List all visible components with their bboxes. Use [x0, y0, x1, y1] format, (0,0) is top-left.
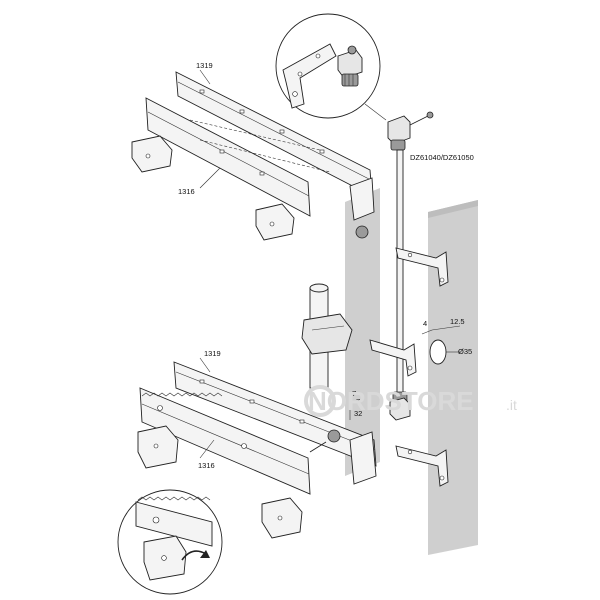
foot-hole — [269, 221, 275, 227]
leader-top-slide — [199, 167, 221, 189]
drill-dimensions — [421, 325, 461, 365]
right-side-panel — [428, 200, 478, 555]
bracket-hole — [407, 365, 413, 371]
hinge-brackets — [369, 247, 449, 487]
bottom-slide-assembly — [137, 357, 377, 539]
detail-rack-bar — [135, 501, 213, 547]
detail-threaded-knob — [341, 73, 359, 87]
detail-screw-head — [347, 45, 357, 55]
watermark-logo-circle — [304, 385, 336, 417]
bottom-adjuster — [327, 429, 341, 443]
dim-line-12-5 — [431, 325, 461, 331]
rail-slot — [319, 149, 325, 154]
bottom-detail-callout — [117, 489, 223, 595]
slide-teeth — [141, 392, 223, 397]
leader-top-rail — [199, 69, 211, 85]
top-screw-head — [426, 111, 434, 119]
foot-hole — [145, 153, 151, 159]
rail-slot — [199, 89, 205, 94]
detail-hole — [152, 516, 160, 524]
detail-arrow — [181, 550, 207, 561]
watermark-text: NORDSTORE — [308, 386, 474, 416]
detail-arrow-head — [200, 550, 210, 558]
label-dim-7a: 7 — [352, 389, 356, 398]
bracket-hole — [407, 449, 413, 455]
top-slide-assembly — [131, 69, 375, 241]
rail-edge — [175, 371, 376, 451]
bottom-end-bracket — [349, 431, 377, 485]
top-slide-1316 — [145, 97, 311, 217]
foot-hole — [277, 515, 283, 521]
bracket-hole — [439, 277, 445, 283]
vertical-rod — [396, 149, 404, 409]
top-end-bracket — [349, 177, 375, 221]
hanging-pole — [301, 283, 353, 389]
watermark-suffix: .it — [506, 397, 517, 413]
rod-lower-connector — [389, 397, 411, 421]
label-dim-32: 32 — [354, 409, 362, 418]
rail-slot — [219, 149, 225, 154]
rod-top-knob — [390, 139, 406, 151]
rod-top-connector — [387, 115, 411, 145]
slide-hole — [157, 405, 163, 411]
slide-hole — [241, 443, 247, 449]
left-side-panel — [345, 188, 380, 476]
top-detail-callout — [275, 13, 387, 121]
detail-hole — [161, 555, 167, 561]
pole-clamp — [301, 313, 353, 355]
bottom-slide-1316 — [139, 387, 311, 495]
rail-slot — [199, 379, 205, 384]
label-dim-7b: 7 — [356, 397, 360, 406]
slide-edge — [141, 403, 310, 475]
rail-slot — [259, 171, 265, 176]
foot-hole — [153, 443, 159, 449]
top-screw — [407, 115, 429, 127]
cup-hole — [429, 339, 447, 365]
dim-line-4 — [421, 329, 433, 335]
top-detail-leader — [364, 103, 387, 121]
bottom-rail-1319 — [173, 361, 377, 467]
detail-rack-teeth — [137, 496, 211, 501]
rail-slot — [249, 399, 255, 404]
bracket-hole — [407, 252, 413, 258]
label-bottom-slide: 1316 — [198, 461, 215, 470]
top-adjuster — [355, 225, 369, 239]
leader-bottom-slide — [199, 439, 215, 459]
middle-hinge-bracket — [369, 339, 417, 377]
pole-top — [309, 283, 329, 293]
label-top-rail: 1319 — [196, 61, 213, 70]
top-right-foot — [255, 203, 295, 241]
bottom-screw — [309, 441, 327, 453]
leader-bottom-rail — [199, 357, 211, 373]
watermark: NORDSTORE .it — [304, 385, 517, 417]
slide-edge — [147, 111, 310, 197]
right-panel-top-edge — [428, 200, 478, 218]
rail-slot — [299, 419, 305, 424]
label-bottom-rail: 1319 — [204, 349, 221, 358]
rail-edge — [177, 81, 372, 181]
label-dim-diameter: Ø35 — [458, 347, 472, 356]
vertical-rod-assembly — [387, 111, 434, 421]
bracket-hole — [439, 475, 445, 481]
detail-hole — [297, 71, 303, 77]
top-left-foot — [131, 135, 173, 173]
detail-hole — [292, 91, 298, 97]
top-guide-dashed — [189, 119, 321, 151]
upper-hinge-bracket — [395, 247, 449, 287]
label-part-code: DZ61040/DZ61050 — [410, 153, 474, 162]
label-dim-4: 4 — [423, 319, 427, 328]
rail-slot — [239, 109, 245, 114]
label-dim-12-5: 12.5 — [450, 317, 465, 326]
top-guide-dashed — [199, 139, 331, 173]
detail-hole — [315, 53, 321, 59]
lower-hinge-bracket — [395, 445, 449, 487]
label-top-slide: 1316 — [178, 187, 195, 196]
clamp-edge — [311, 325, 345, 331]
rail-slot — [279, 129, 285, 134]
